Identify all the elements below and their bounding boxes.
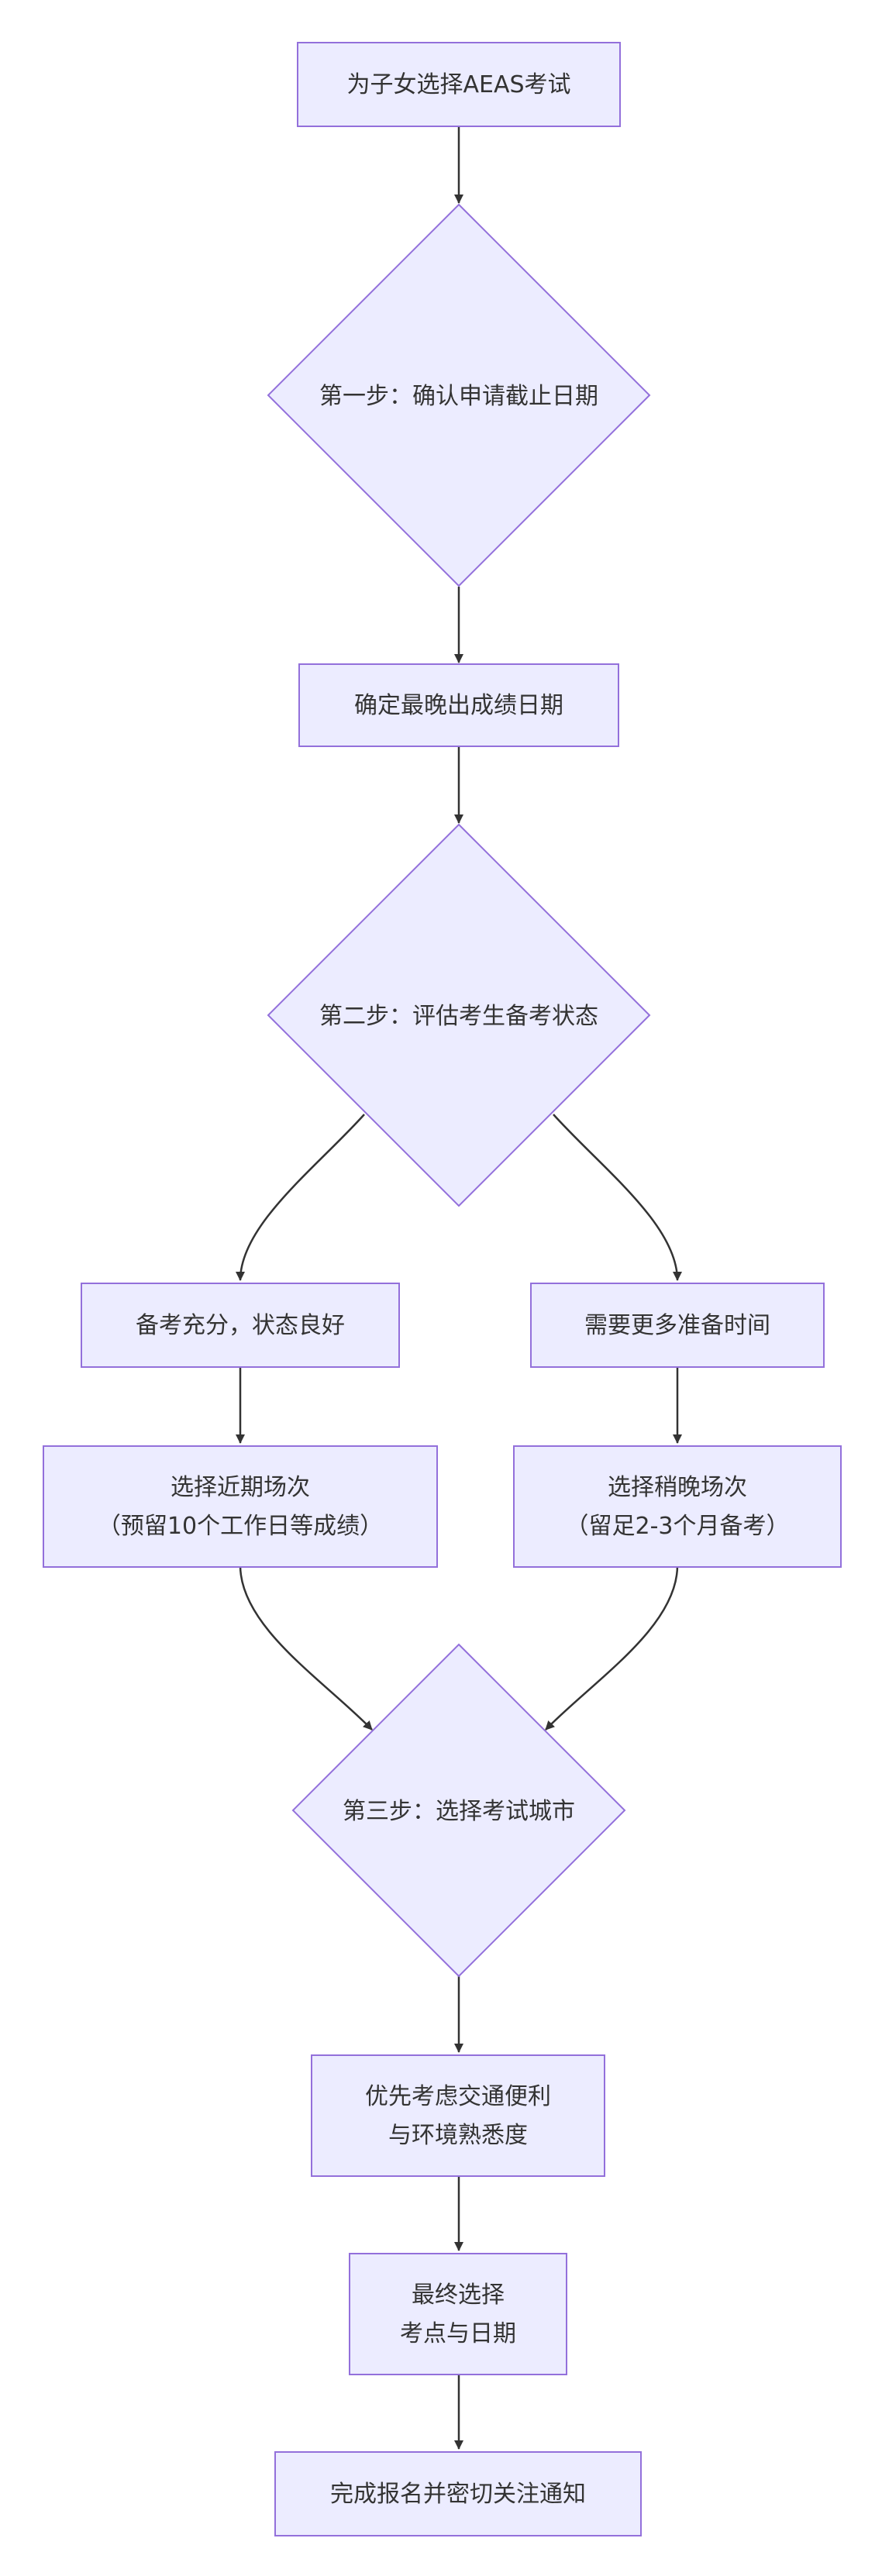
node-need-time: 需要更多准备时间 xyxy=(530,1283,825,1368)
node-final-choice-label-1: 最终选择 xyxy=(412,2282,505,2309)
node-start: 为子女选择AEAS考试 xyxy=(297,42,621,127)
node-step3: 第三步：选择考试城市 xyxy=(291,1643,626,1978)
node-finish-label: 完成报名并密切关注通知 xyxy=(330,2481,586,2508)
node-need-time-label: 需要更多准备时间 xyxy=(584,1312,770,1339)
edges xyxy=(236,127,682,2450)
node-final-choice-label-2: 考点与日期 xyxy=(400,2320,516,2347)
node-step1: 第一步：确认申请截止日期 xyxy=(267,203,651,587)
edge-step2-to-need-time xyxy=(553,1114,682,1281)
node-step1-label: 第一步：确认申请截止日期 xyxy=(319,383,598,410)
edge-step2-to-ready xyxy=(236,1114,365,1281)
edge-late-session-to-step3 xyxy=(545,1565,679,1731)
node-ready-label: 备考充分，状态良好 xyxy=(136,1312,345,1339)
node-latest-score-label: 确定最晚出成绩日期 xyxy=(354,692,563,719)
node-city-priority-label-2: 与环境熟悉度 xyxy=(388,2122,528,2149)
node-early-session-label-2: （预留10个工作日等成绩） xyxy=(98,1513,383,1540)
node-ready: 备考充分，状态良好 xyxy=(81,1283,400,1368)
node-start-label: 为子女选择AEAS考试 xyxy=(346,71,570,98)
node-early-session: 选择近期场次 （预留10个工作日等成绩） xyxy=(43,1445,438,1568)
node-step2-label: 第二步：评估考生备考状态 xyxy=(319,1003,598,1030)
node-late-session: 选择稍晚场次 （留足2-3个月备考） xyxy=(513,1445,842,1568)
node-city-priority-label-1: 优先考虑交通便利 xyxy=(365,2083,551,2110)
node-late-session-label-2: （留足2-3个月备考） xyxy=(566,1513,790,1540)
node-step3-label: 第三步：选择考试城市 xyxy=(343,1798,575,1825)
node-finish: 完成报名并密切关注通知 xyxy=(274,2451,642,2536)
node-latest-score: 确定最晚出成绩日期 xyxy=(298,663,619,747)
node-step2: 第二步：评估考生备考状态 xyxy=(267,823,651,1207)
node-final-choice: 最终选择 考点与日期 xyxy=(349,2253,567,2375)
node-late-session-label-1: 选择稍晚场次 xyxy=(608,1474,747,1501)
node-city-priority: 优先考虑交通便利 与环境熟悉度 xyxy=(311,2054,605,2177)
edge-early-session-to-step3 xyxy=(239,1565,373,1731)
node-early-session-label-1: 选择近期场次 xyxy=(171,1474,310,1501)
